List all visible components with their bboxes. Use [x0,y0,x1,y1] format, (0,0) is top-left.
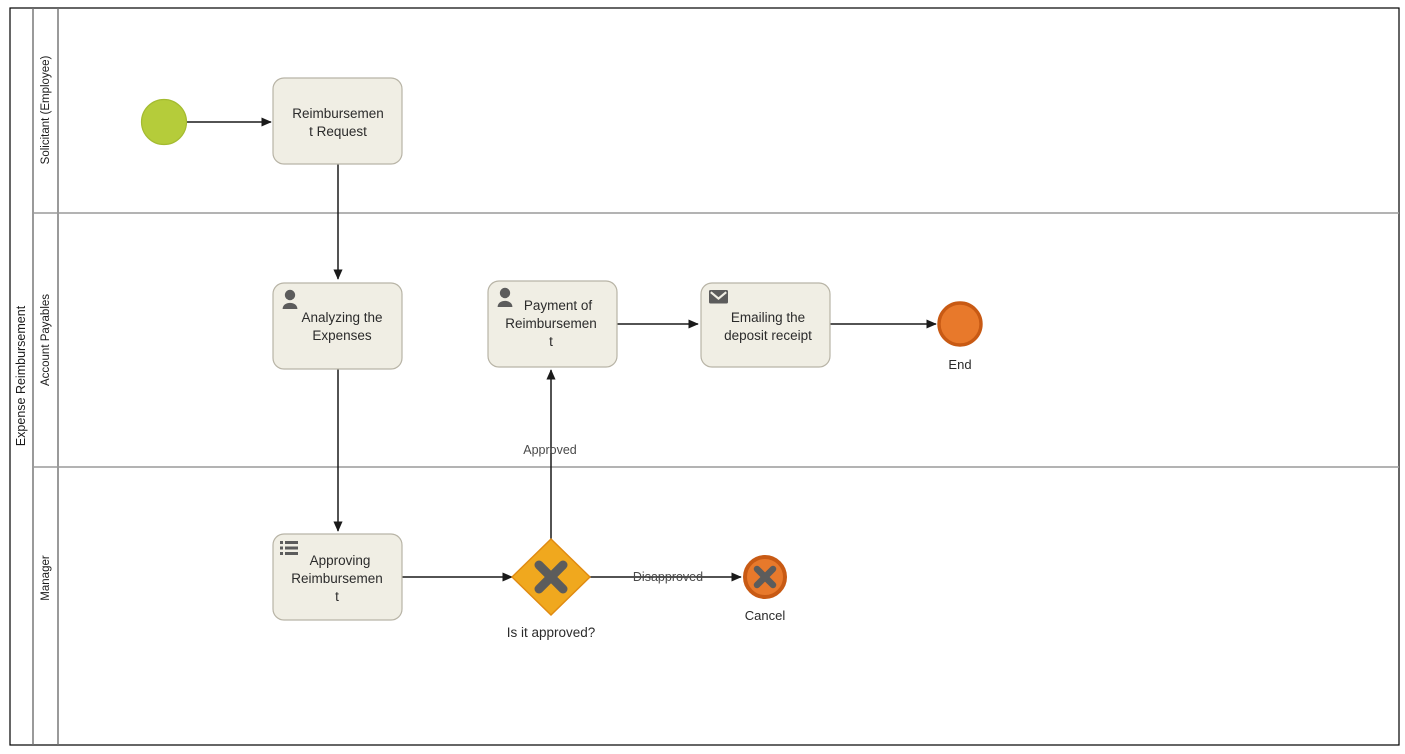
gateway-x-icon [534,560,568,594]
task-emailing-deposit-receipt[interactable]: Emailing the deposit receipt [700,282,831,368]
task-reimbursement-request-box[interactable] [272,77,403,165]
lane-label-solicitant: Solicitant (Employee) [40,56,52,165]
flow-label-disapproved: Disapproved [633,570,703,584]
envelope-icon [709,290,728,304]
task-analyzing-expenses[interactable]: Analyzing the Expenses [272,282,403,370]
cancel-end-event[interactable]: Cancel [743,555,787,623]
cancel-event-label: Cancel [745,608,786,623]
task-payment-of-reimbursement-box[interactable] [487,280,618,368]
task-emailing-deposit-receipt-box[interactable] [700,282,831,368]
task-approving-reimbursement-line-3: t [335,589,339,604]
pool: Expense Reimbursement Solicitant (Employ… [9,7,1400,746]
list-icon [280,541,298,555]
pool-label: Expense Reimbursement [14,305,28,446]
pool-border [9,7,1400,746]
task-approving-reimbursement-line-2: Reimbursemen [291,571,383,586]
end-event[interactable]: End [937,301,983,372]
start-event[interactable] [140,98,188,146]
task-reimbursement-request-line-1: Reimbursemen [292,106,384,121]
task-analyzing-expenses-line-2: Expenses [312,328,372,343]
gateway-is-it-approved[interactable]: Is it approved? [507,538,596,640]
end-event-circle[interactable] [937,301,983,347]
task-payment-of-reimbursement-line-2: Reimbursemen [505,316,597,331]
end-event-label: End [948,357,971,372]
task-emailing-deposit-receipt-line-1: Emailing the [731,310,805,325]
task-payment-of-reimbursement-line-3: t [549,334,553,349]
task-emailing-deposit-receipt-line-2: deposit receipt [724,328,812,343]
task-analyzing-expenses-line-1: Analyzing the [301,310,382,325]
lane-label-account-payables: Account Payables [40,294,52,386]
task-payment-of-reimbursement[interactable]: Payment of Reimbursemen t [487,280,618,368]
sequence-flows: Approved Disapproved [187,117,937,584]
gateway-label: Is it approved? [507,625,596,640]
task-reimbursement-request-line-2: t Request [309,124,367,139]
flow-label-approved: Approved [523,443,577,457]
task-approving-reimbursement-line-1: Approving [310,553,371,568]
user-icon [497,287,513,307]
start-event-circle[interactable] [140,98,188,146]
task-payment-of-reimbursement-line-1: Payment of [524,298,593,313]
user-icon [282,289,298,309]
cancel-x-icon [753,565,777,589]
task-analyzing-expenses-box[interactable] [272,282,403,370]
task-reimbursement-request[interactable]: Reimbursemen t Request [272,77,403,165]
lane-label-manager: Manager [40,555,52,601]
task-approving-reimbursement-box[interactable] [272,533,403,621]
task-approving-reimbursement[interactable]: Approving Reimbursemen t [272,533,403,621]
